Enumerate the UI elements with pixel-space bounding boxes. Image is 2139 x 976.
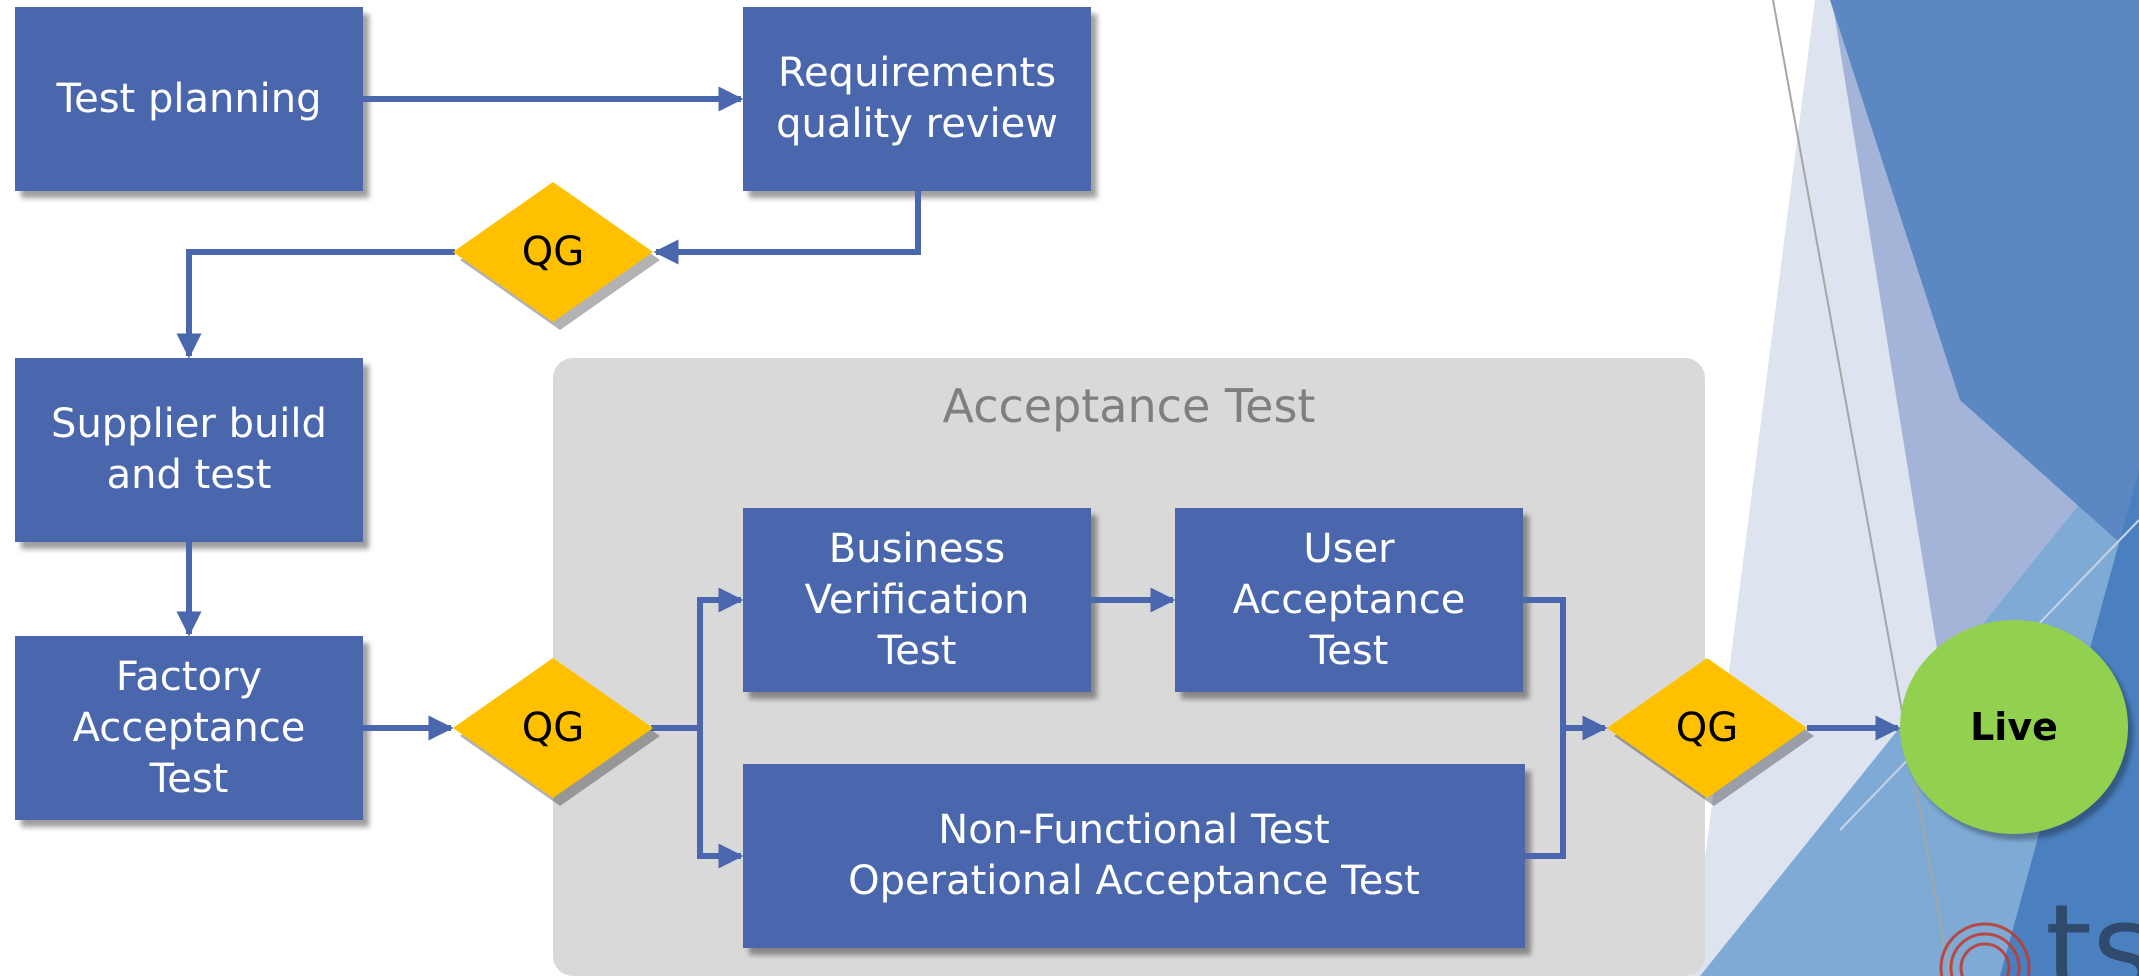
- quality-gate-3[interactable]: QG: [1607, 658, 1814, 806]
- gate-label: QG: [1675, 705, 1739, 751]
- factory-acceptance-box[interactable]: Factory Acceptance Test: [15, 636, 363, 820]
- requirements-review-box[interactable]: Requirements quality review: [743, 7, 1091, 191]
- quality-gate-1[interactable]: QG: [453, 182, 660, 330]
- factory-acceptance-label: Factory Acceptance Test: [72, 653, 306, 802]
- test-planning-label: Test planning: [56, 75, 322, 122]
- deco-triangle-dark: [1830, 0, 2139, 560]
- supplier-build-label: Supplier build and test: [51, 401, 327, 498]
- business-verification-label: Business Verification Test: [804, 525, 1030, 674]
- live-label: Live: [1970, 705, 2058, 749]
- business-verification-box[interactable]: Business Verification Test: [743, 508, 1091, 692]
- quality-gate-2[interactable]: QG: [453, 658, 660, 806]
- deco-line: [1772, 0, 1951, 976]
- user-acceptance-label: User Acceptance Test: [1232, 525, 1466, 674]
- test-planning-box[interactable]: Test planning: [15, 7, 363, 191]
- non-functional-label: Non-Functional Test Operational Acceptan…: [848, 807, 1420, 904]
- supplier-build-box[interactable]: Supplier build and test: [15, 358, 363, 542]
- gate-label: QG: [521, 705, 585, 751]
- non-functional-box[interactable]: Non-Functional Test Operational Acceptan…: [743, 764, 1525, 948]
- user-acceptance-box[interactable]: User Acceptance Test: [1175, 508, 1523, 692]
- requirements-review-label: Requirements quality review: [776, 50, 1058, 147]
- live-circle[interactable]: Live: [1900, 620, 2128, 834]
- logo-text: ts: [2045, 880, 2139, 976]
- swirl-logo-icon: [1939, 922, 2031, 976]
- gate-label: QG: [521, 229, 585, 275]
- panel-title: Acceptance Test: [942, 379, 1316, 433]
